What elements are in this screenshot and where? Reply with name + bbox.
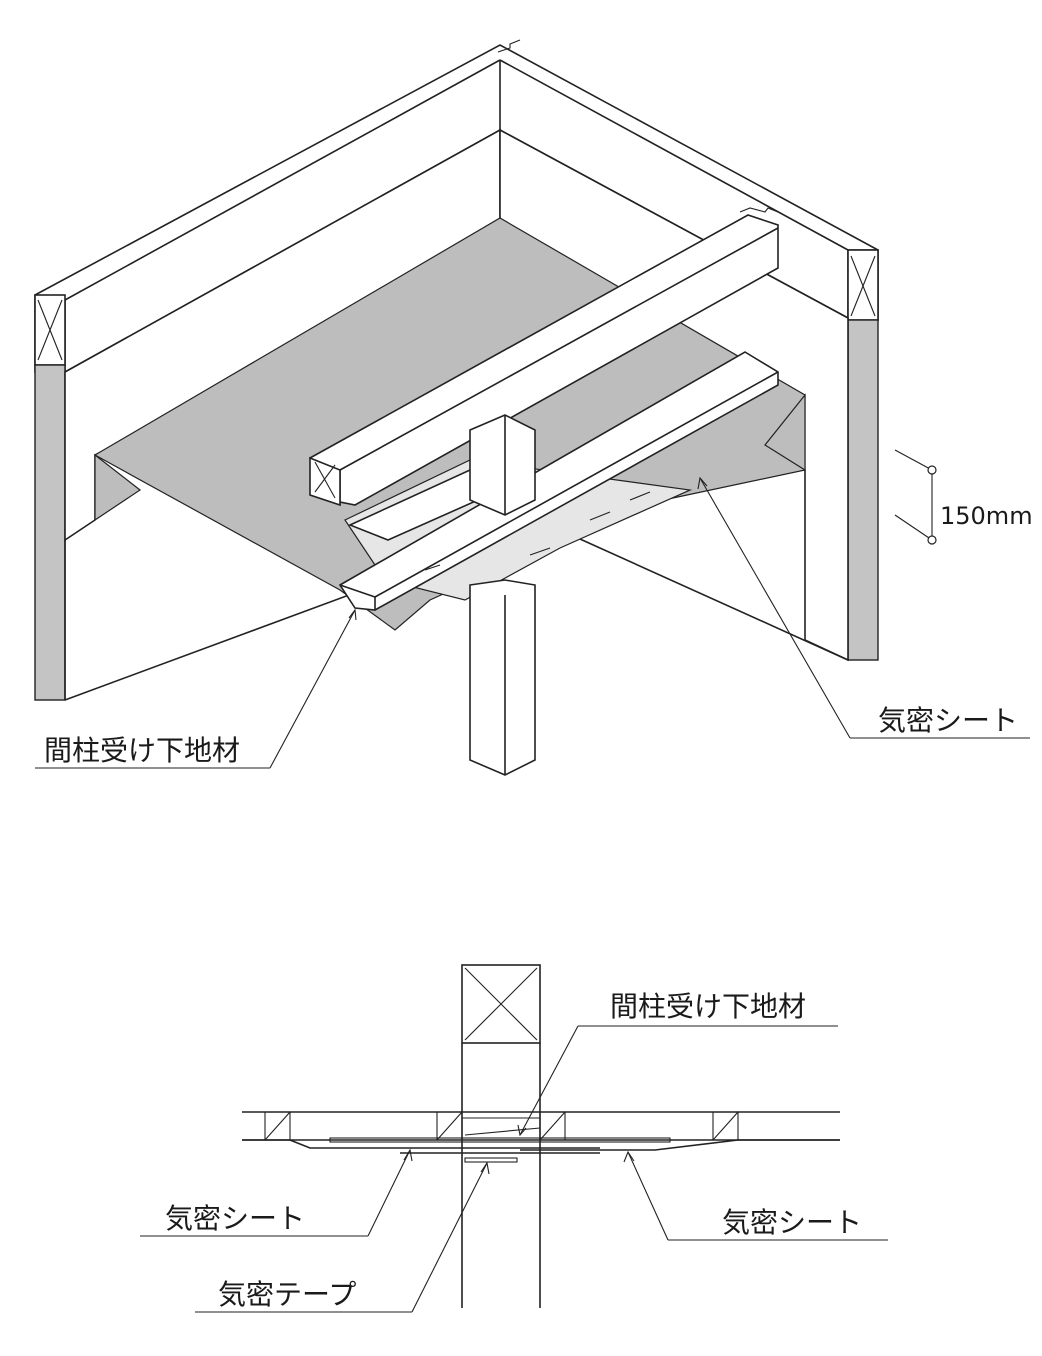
sheet-overlap-dashes [424,491,651,571]
label-airtight-sheet-left: 気密シート [165,1202,305,1235]
right-corner-post [847,249,879,661]
leader-stud-support: 間柱受け下地材 [35,608,357,769]
section-stud [461,964,541,1308]
plan-section-figure: 間柱受け下地材 気密シート 気密シート 気密テープ [140,964,888,1313]
leader-airtight-tape: 気密テープ [195,1161,490,1313]
label-airtight-sheet-top: 気密シート [878,704,1018,737]
center-stud [469,414,536,776]
dimension-150mm: 150mm [894,449,1033,545]
left-corner-post [34,294,66,701]
label-stud-support-bottom: 間柱受け下地材 [610,990,806,1023]
section-framing [242,1111,840,1141]
label-stud-support-top: 間柱受け下地材 [44,734,240,767]
leader-airtight-sheet: 気密シート [697,476,1030,739]
isometric-wall-corner-figure: 150mm 間柱受け下地材 気密シート [34,39,1033,776]
stud-support-member [338,351,779,611]
ceiling-beam [308,207,779,507]
leader-airtight-sheet-left: 気密シート [140,1148,413,1237]
section-sheets [242,1127,840,1163]
dimension-label: 150mm [940,502,1033,530]
leader-stud-support-bottom: 間柱受け下地材 [517,990,838,1137]
label-airtight-tape: 気密テープ [218,1278,356,1311]
leader-airtight-sheet-right: 気密シート [623,1150,888,1241]
label-airtight-sheet-right: 気密シート [722,1206,862,1239]
